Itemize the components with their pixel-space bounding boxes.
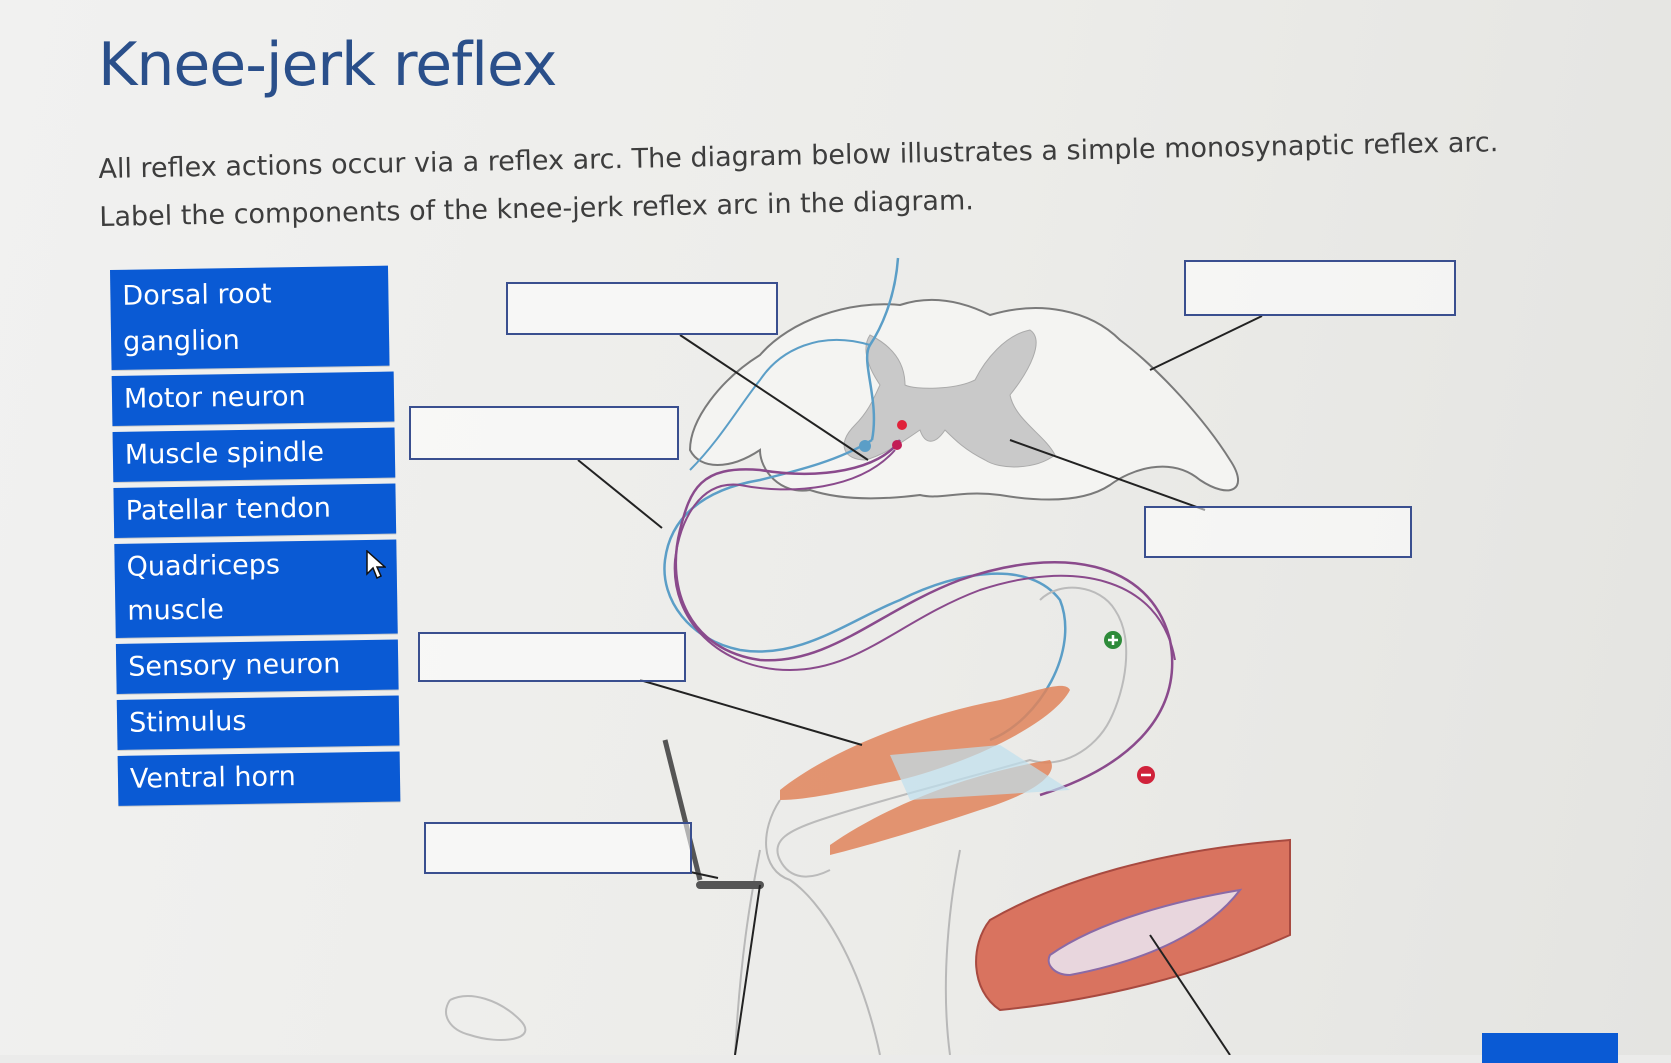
synapse-dot-red-1	[897, 420, 907, 430]
synapse-dot-red-2	[892, 440, 902, 450]
next-button[interactable]	[1482, 1033, 1618, 1063]
chip-quadriceps-muscle[interactable]: Quadriceps muscle	[114, 539, 398, 638]
plus-circle-icon	[1104, 631, 1122, 649]
mouse-pointer-icon	[366, 550, 386, 580]
drop-target-6[interactable]	[424, 822, 692, 874]
motor-neuron-path-2	[673, 449, 1176, 672]
chip-muscle-spindle[interactable]: Muscle spindle	[112, 427, 396, 482]
foot-outline	[445, 995, 527, 1041]
drop-target-3[interactable]	[409, 406, 679, 460]
drop-target-1[interactable]	[506, 282, 778, 335]
word-bank: Dorsal root ganglion Motor neuron Muscle…	[110, 265, 403, 812]
grey-matter	[843, 329, 1056, 468]
drop-target-5[interactable]	[418, 632, 686, 682]
page-title: Knee-jerk reflex	[98, 30, 557, 100]
muscle-spindle-highlight	[890, 745, 1070, 800]
drop-target-2[interactable]	[1184, 260, 1456, 316]
reflex-hammer	[662, 739, 703, 881]
chip-motor-neuron[interactable]: Motor neuron	[111, 371, 395, 426]
chip-patellar-tendon[interactable]: Patellar tendon	[113, 483, 397, 538]
chip-dorsal-root-ganglion[interactable]: Dorsal root ganglion	[110, 265, 390, 370]
chip-stimulus[interactable]: Stimulus	[116, 695, 400, 750]
femur-bone	[776, 586, 1128, 878]
drop-target-4[interactable]	[1144, 506, 1412, 558]
synapse-dot-blue	[859, 440, 871, 452]
leg-outline	[734, 799, 961, 1055]
chip-ventral-horn[interactable]: Ventral horn	[117, 751, 401, 806]
minus-circle-icon	[1137, 766, 1155, 784]
quadriceps-muscle-upper	[780, 685, 1070, 800]
spindle-capsule	[1047, 888, 1243, 977]
leader-lines	[577, 315, 1263, 1055]
chip-sensory-neuron[interactable]: Sensory neuron	[115, 639, 399, 694]
sensory-neuron-branch	[689, 338, 871, 471]
